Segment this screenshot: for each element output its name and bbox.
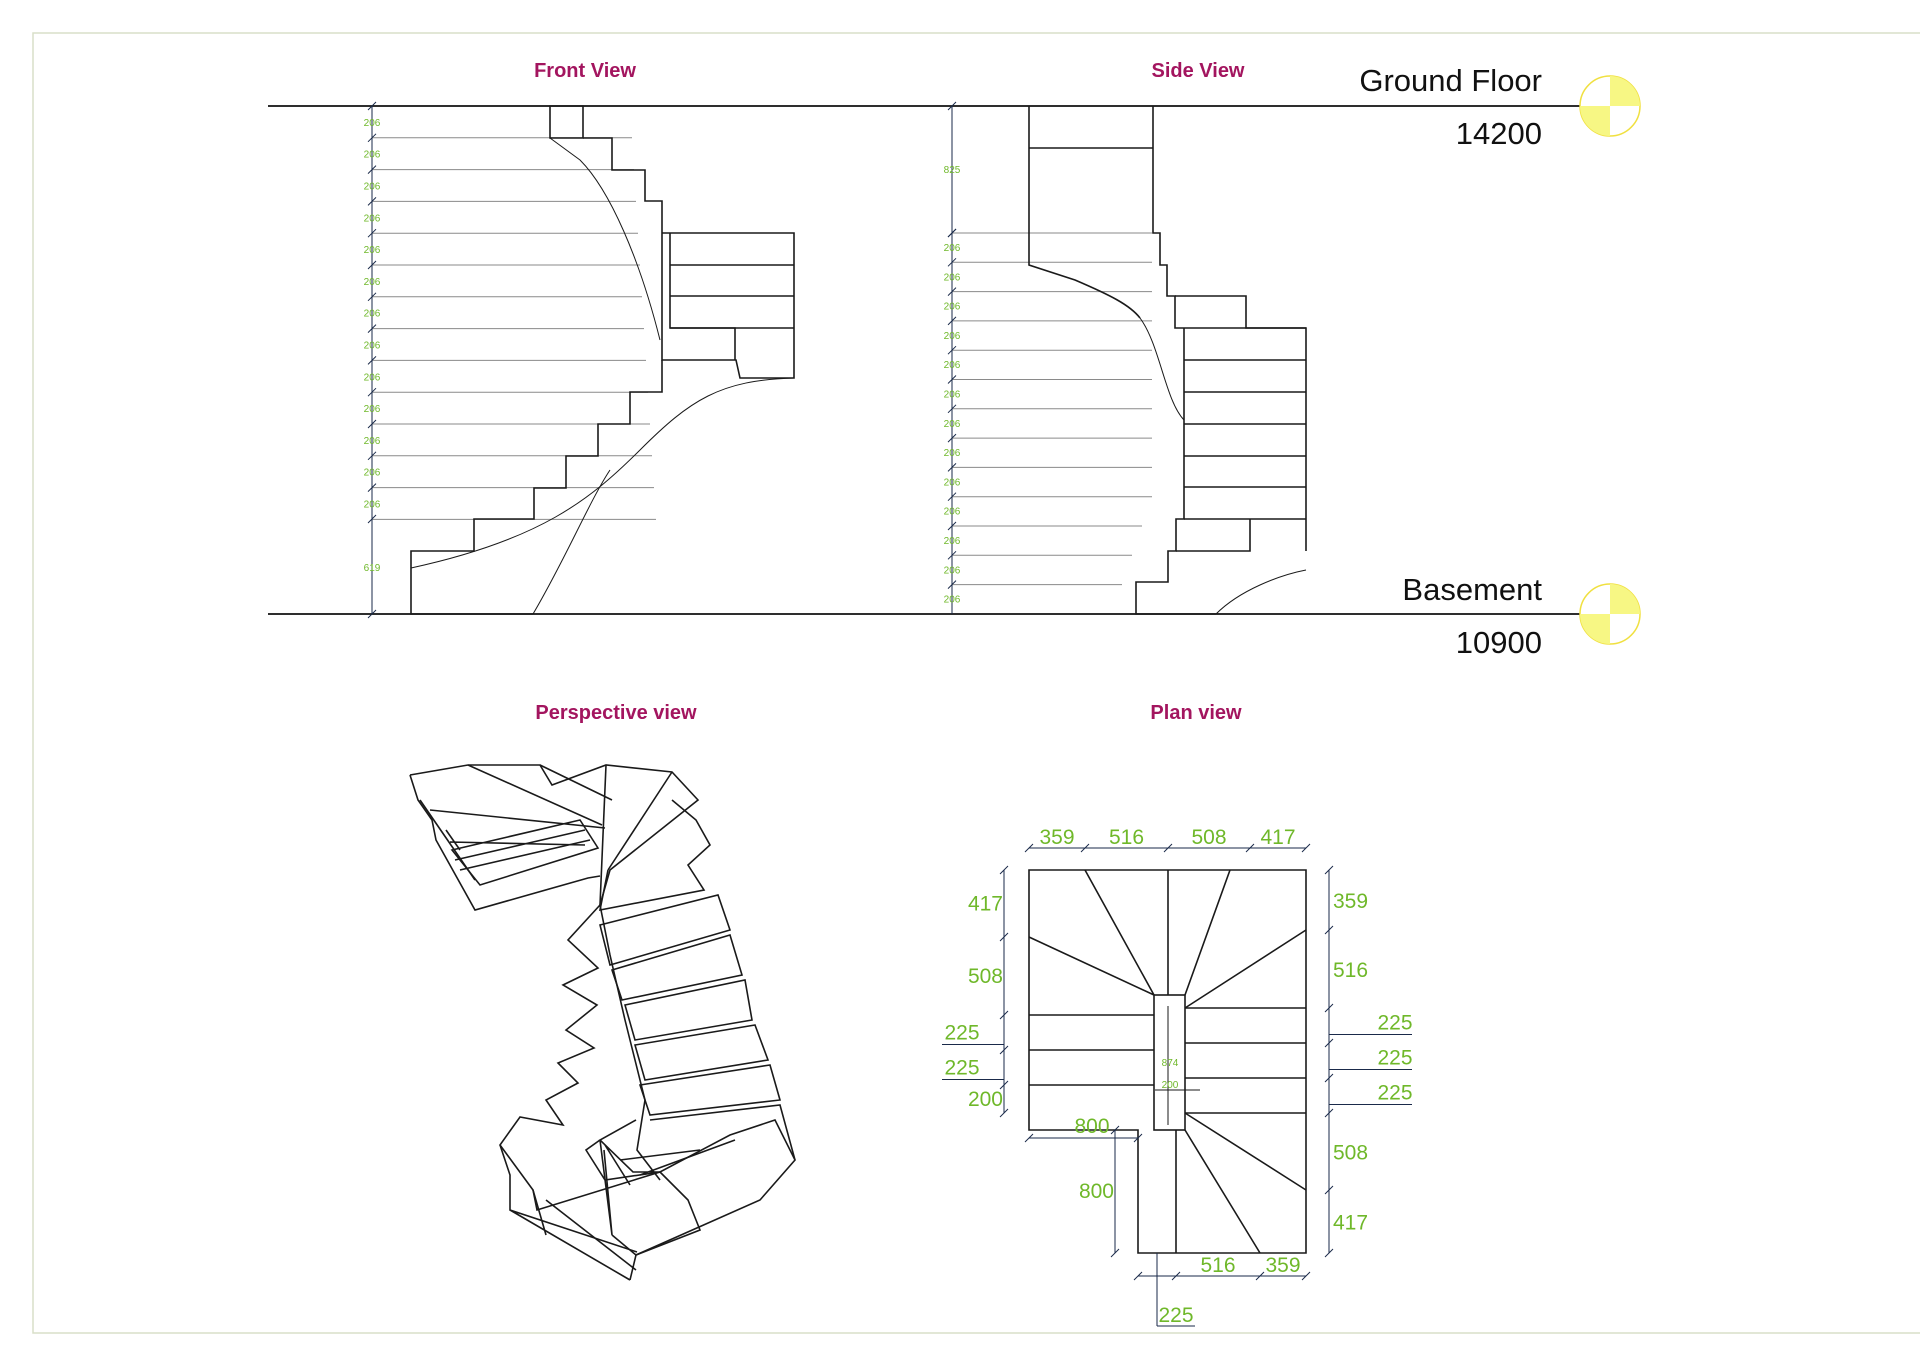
plan-left-dim: 508 [968, 965, 1003, 988]
plan-right-dim: 225 [1377, 1082, 1412, 1105]
side-riser-dim: 206 [944, 448, 961, 459]
side-riser-dim: 206 [944, 331, 961, 342]
basement-label: Basement [1402, 572, 1542, 607]
front-riser-dim: 206 [364, 182, 381, 193]
plan-top-dim: 516 [1109, 826, 1144, 849]
front-riser-dim: 206 [364, 436, 381, 447]
side-riser-dim: 206 [944, 272, 961, 283]
ground-level-marker-icon [1579, 75, 1641, 137]
side-riser-dim: 206 [944, 243, 961, 254]
perspective-view-title: Perspective view [535, 702, 697, 724]
front-riser-dim: 206 [364, 245, 381, 256]
side-view-dimensions: 825 206 206 206 206 206 206 206 206 206 206 206 206 2… [944, 101, 961, 614]
plan-landing-depth-dim: 800 [1079, 1180, 1114, 1203]
front-riser-dim: 206 [364, 118, 381, 129]
plan-landing-width-dim: 800 [1074, 1115, 1109, 1138]
side-riser-dim: 206 [944, 565, 961, 576]
front-riser-dim: 206 [364, 150, 381, 161]
front-riser-dim: 206 [364, 341, 381, 352]
plan-right-dim: 417 [1333, 1212, 1368, 1235]
plan-right-dim: 508 [1333, 1142, 1368, 1165]
front-view-dimensions: 206 206 206 206 206 206 206 206 206 206 206 206 206 6… [364, 101, 381, 619]
plan-top-dim: 417 [1260, 826, 1295, 849]
plan-left-dim: 225 [944, 1022, 979, 1045]
side-top-dim: 825 [944, 165, 961, 176]
plan-right-dim: 225 [1377, 1012, 1412, 1035]
side-riser-dim: 206 [944, 507, 961, 518]
plan-top-dim: 508 [1191, 826, 1226, 849]
front-riser-dim: 206 [364, 309, 381, 320]
plan-view-dimensions: 359 516 508 417 417 508 225 225 200 359 516 225 225 2… [942, 826, 1413, 1327]
front-riser-dim: 206 [364, 404, 381, 415]
front-riser-dim: 206 [364, 468, 381, 479]
side-view-drawing [952, 106, 1307, 615]
side-view-title: Side View [1151, 60, 1244, 82]
plan-top-dim: 359 [1039, 826, 1074, 849]
plan-view-drawing [1028, 869, 1307, 1254]
front-riser-dim: 206 [364, 500, 381, 511]
front-riser-dim: 206 [364, 277, 381, 288]
plan-right-dim: 225 [1377, 1047, 1412, 1070]
plan-left-dim: 225 [944, 1057, 979, 1080]
sheet-border [32, 32, 1920, 1334]
plan-view-title: Plan view [1150, 702, 1242, 724]
front-bottom-dim: 619 [364, 563, 381, 574]
side-riser-dim: 206 [944, 419, 961, 430]
plan-left-dim: 417 [968, 893, 1003, 916]
basement-level: 10900 [1456, 625, 1542, 660]
perspective-view-drawing [409, 764, 796, 1281]
plan-right-dim: 359 [1333, 890, 1368, 913]
basement-level-marker-icon [1579, 583, 1641, 645]
plan-left-dim: 200 [968, 1088, 1003, 1111]
front-view-drawing [372, 105, 795, 615]
plan-newel-length-dim: 874 [1162, 1058, 1179, 1069]
plan-bottom-extra-dim: 225 [1158, 1304, 1193, 1327]
ground-floor-level: 14200 [1456, 116, 1542, 151]
plan-newel-width-dim: 200 [1162, 1080, 1179, 1091]
side-riser-dim: 206 [944, 302, 961, 313]
side-riser-dim: 206 [944, 390, 961, 401]
plan-bottom-dim: 516 [1200, 1254, 1235, 1277]
ground-floor-label: Ground Floor [1359, 63, 1542, 98]
side-riser-dim: 206 [944, 477, 961, 488]
side-riser-dim: 206 [944, 360, 961, 371]
front-view-title: Front View [534, 60, 636, 82]
side-riser-dim: 206 [944, 536, 961, 547]
side-riser-dim: 206 [944, 595, 961, 606]
front-riser-dim: 206 [364, 213, 381, 224]
plan-bottom-dim: 359 [1265, 1254, 1300, 1277]
front-riser-dim: 206 [364, 372, 381, 383]
plan-right-dim: 516 [1333, 959, 1368, 982]
